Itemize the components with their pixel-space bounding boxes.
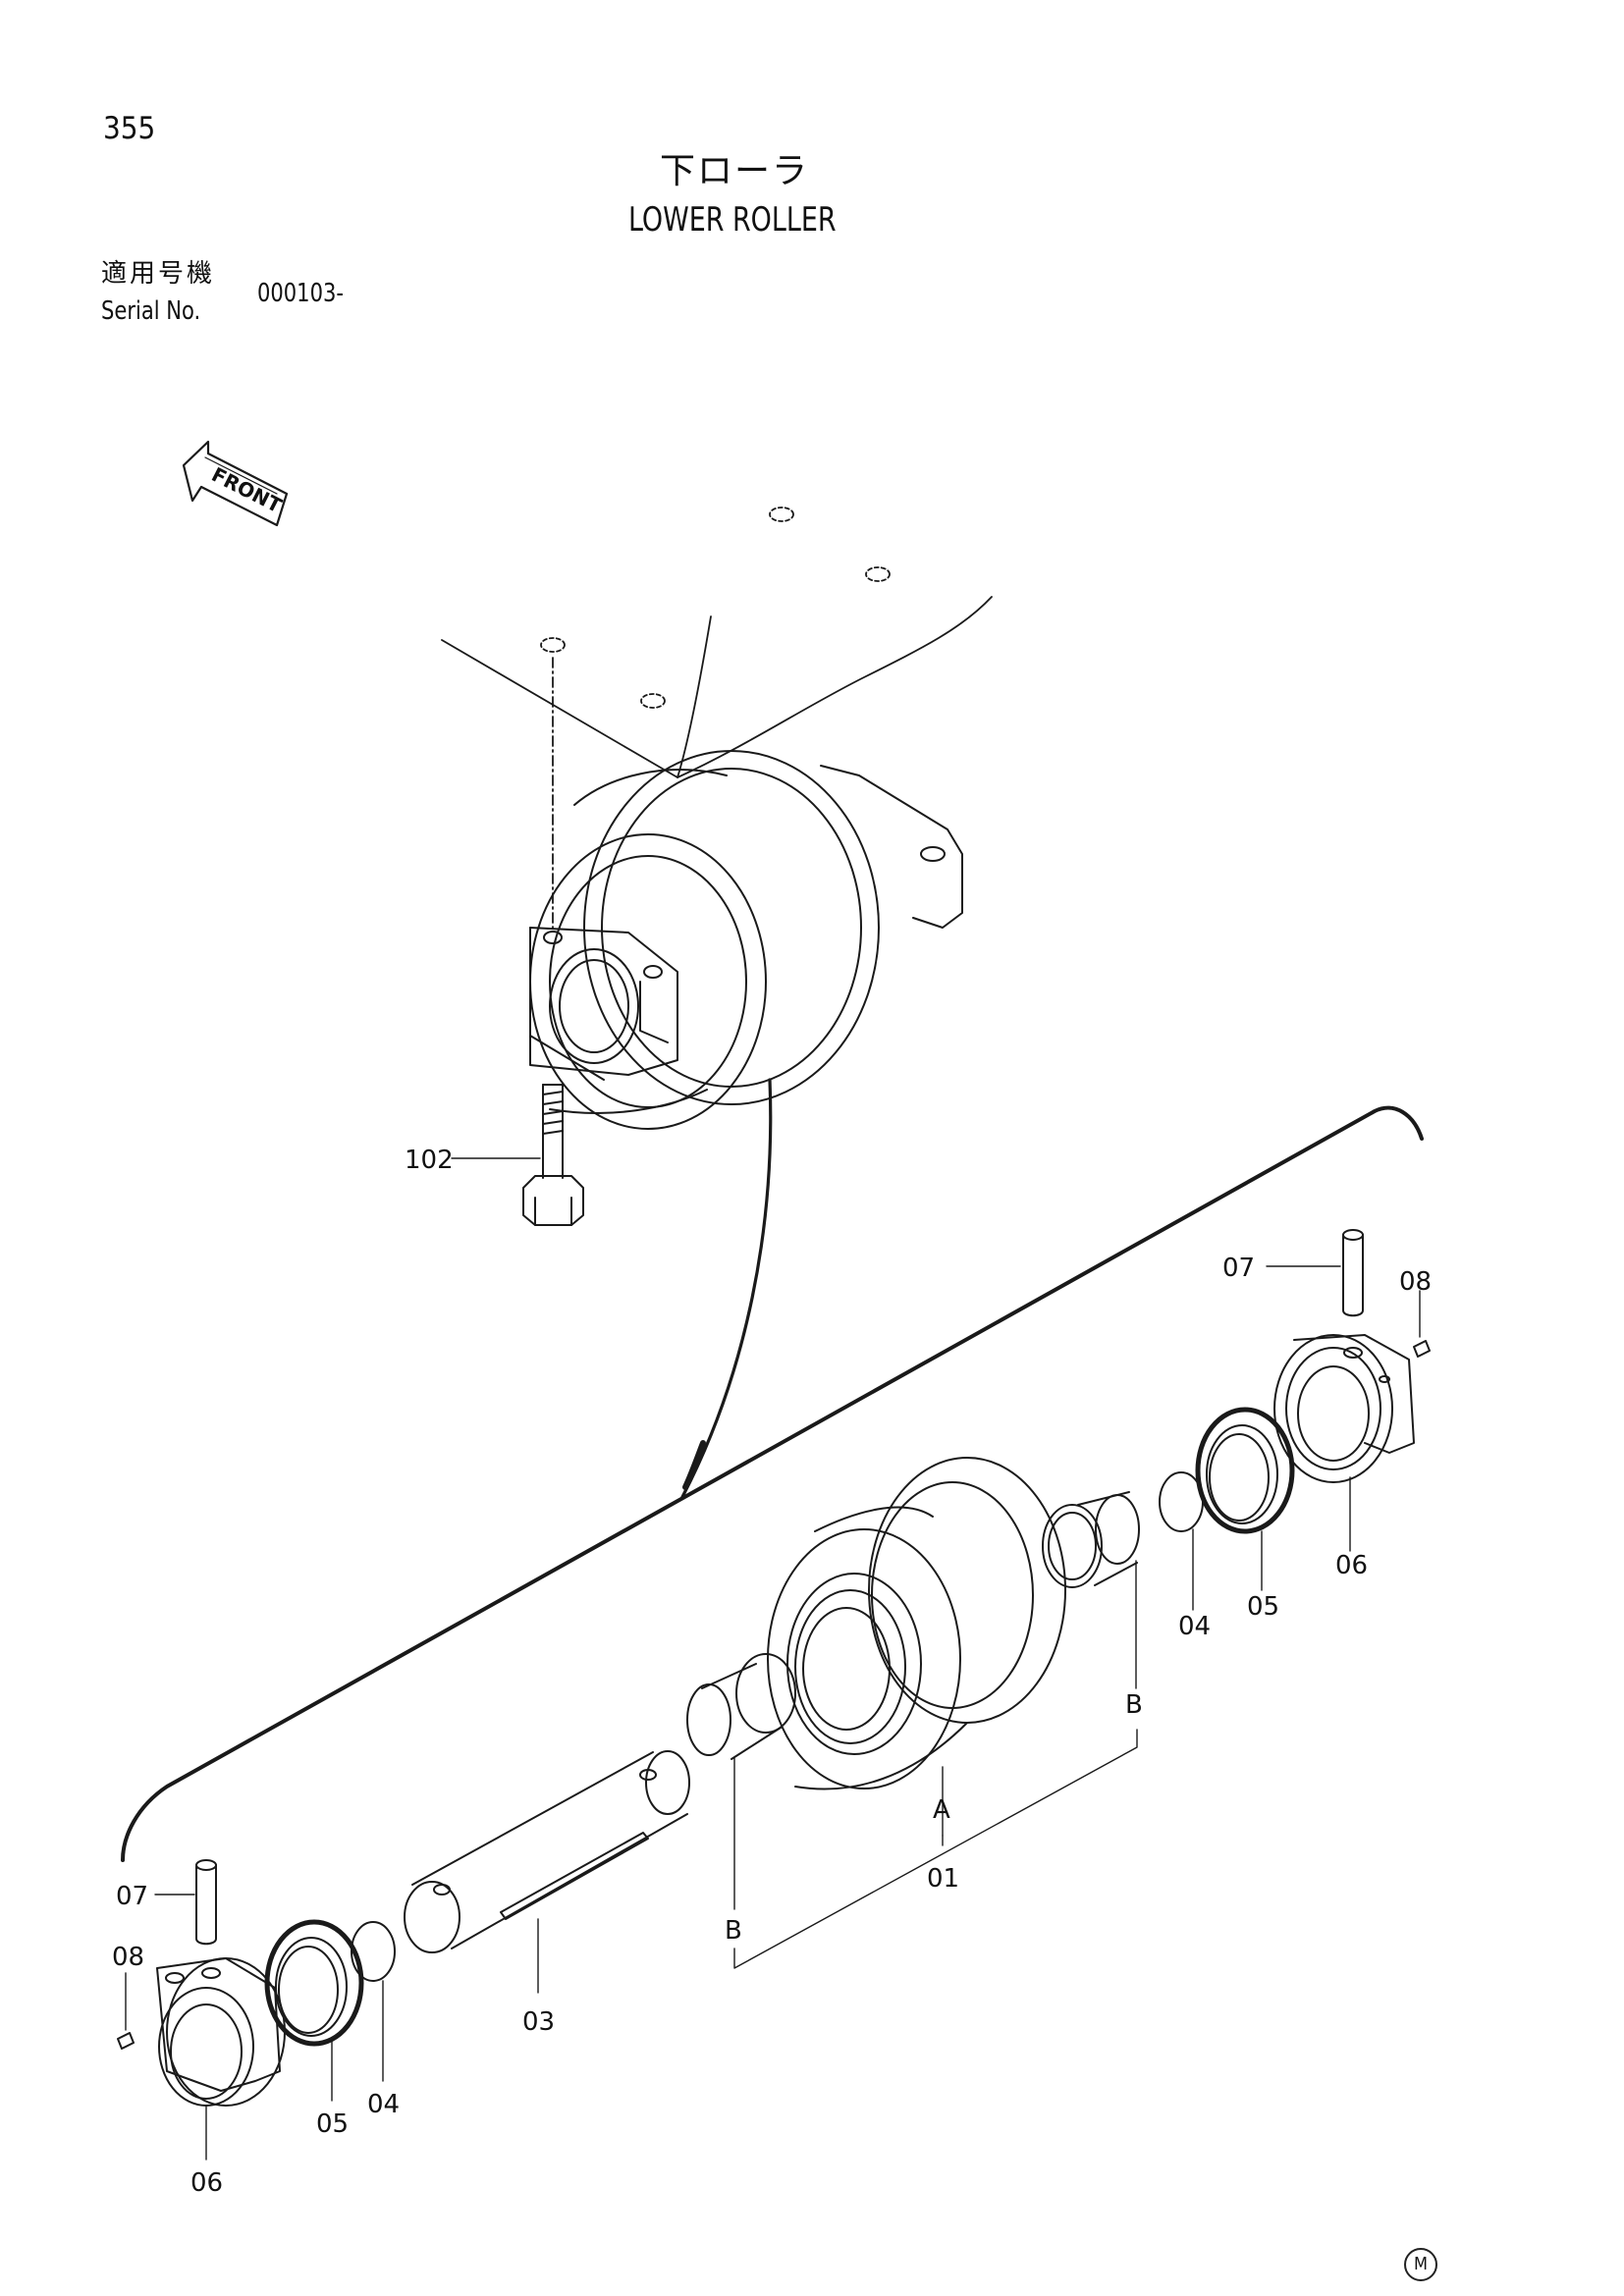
serial-label-english: Serial No.	[101, 296, 201, 326]
bushing-right	[1042, 1491, 1140, 1689]
callout-06-right: 06	[1335, 1551, 1368, 1580]
callout-102: 102	[405, 1146, 454, 1175]
assembled-lower-roller	[529, 750, 963, 1130]
o-ring-04-right	[1159, 1471, 1204, 1611]
serial-label-japanese: 適用号機	[101, 259, 216, 289]
title-japanese: 下ローラ	[660, 151, 810, 191]
bolt-102	[451, 1084, 584, 1226]
front-arrow-icon: FRONT	[182, 440, 289, 527]
callout-a: A	[933, 1795, 950, 1825]
m-mark: M	[1404, 2248, 1437, 2281]
callout-08-left: 08	[112, 1943, 144, 1972]
callout-08-right: 08	[1399, 1267, 1432, 1297]
callout-04-left: 04	[367, 2090, 400, 2119]
callout-07-left: 07	[116, 1882, 148, 1911]
pin-07-right	[1266, 1229, 1364, 1317]
serial-number-value: 000103-	[257, 279, 344, 308]
seal-05-right	[1195, 1407, 1295, 1591]
callout-b-right: B	[1125, 1690, 1143, 1720]
callout-06-left: 06	[190, 2168, 223, 2198]
bushing-left	[686, 1653, 796, 1910]
callout-03: 03	[522, 2007, 555, 2037]
callout-04-right: 04	[1178, 1612, 1211, 1641]
callout-b-left: B	[725, 1916, 742, 1946]
housing-06-left	[156, 1957, 286, 2161]
pin-07-left	[154, 1859, 217, 1946]
title-english: LOWER ROLLER	[628, 200, 837, 240]
callout-01: 01	[927, 1864, 959, 1894]
housing-06-right	[1273, 1334, 1415, 1552]
screw-08-right	[1413, 1290, 1431, 1358]
shaft-03	[404, 1750, 690, 1994]
callout-05-left: 05	[316, 2109, 349, 2139]
o-ring-04-left	[351, 1921, 396, 2082]
roller-body-01	[767, 1457, 1066, 1837]
callout-07-right: 07	[1222, 1254, 1255, 1283]
track-frame-outline	[441, 507, 993, 929]
page-number: 355	[103, 111, 156, 146]
seal-05-left	[264, 1919, 364, 2102]
explode-bracket	[121, 1105, 1424, 1862]
screw-08-left	[117, 1972, 135, 2050]
callout-05-right: 05	[1247, 1592, 1279, 1622]
callout-bracket	[733, 1729, 1138, 1969]
explode-connector-line	[680, 1078, 773, 1499]
